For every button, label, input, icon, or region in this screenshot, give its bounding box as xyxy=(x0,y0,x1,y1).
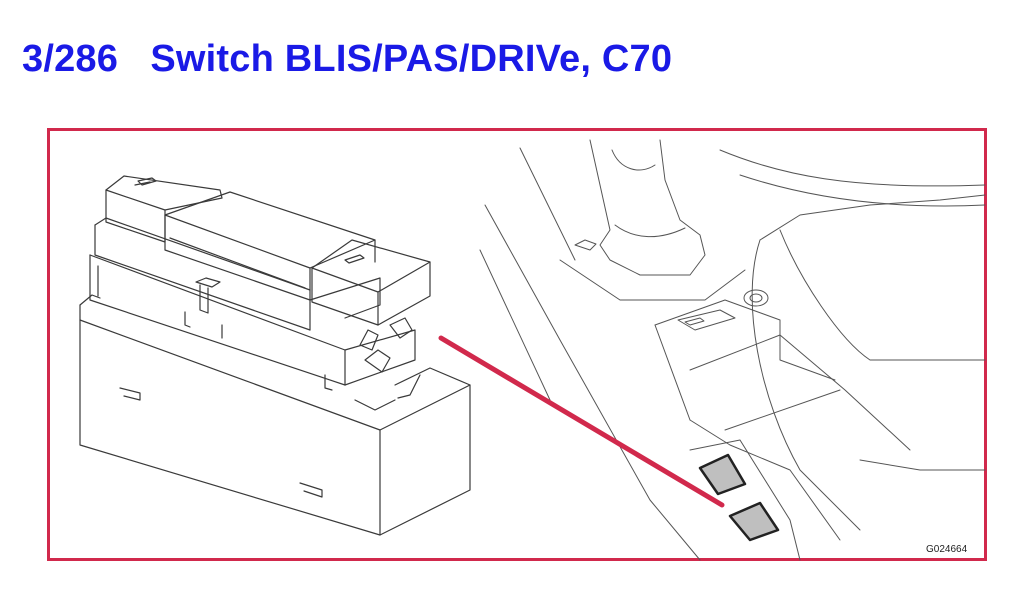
leader-line xyxy=(438,335,725,508)
console-switch-buttons xyxy=(698,453,780,542)
figure-code: G024664 xyxy=(926,544,968,555)
illustration-frame xyxy=(47,128,987,561)
page-title: 3/286 Switch BLIS/PAS/DRIVe, C70 xyxy=(22,38,673,80)
center-console-drawing xyxy=(479,139,986,561)
switch-module-drawing xyxy=(79,175,471,536)
